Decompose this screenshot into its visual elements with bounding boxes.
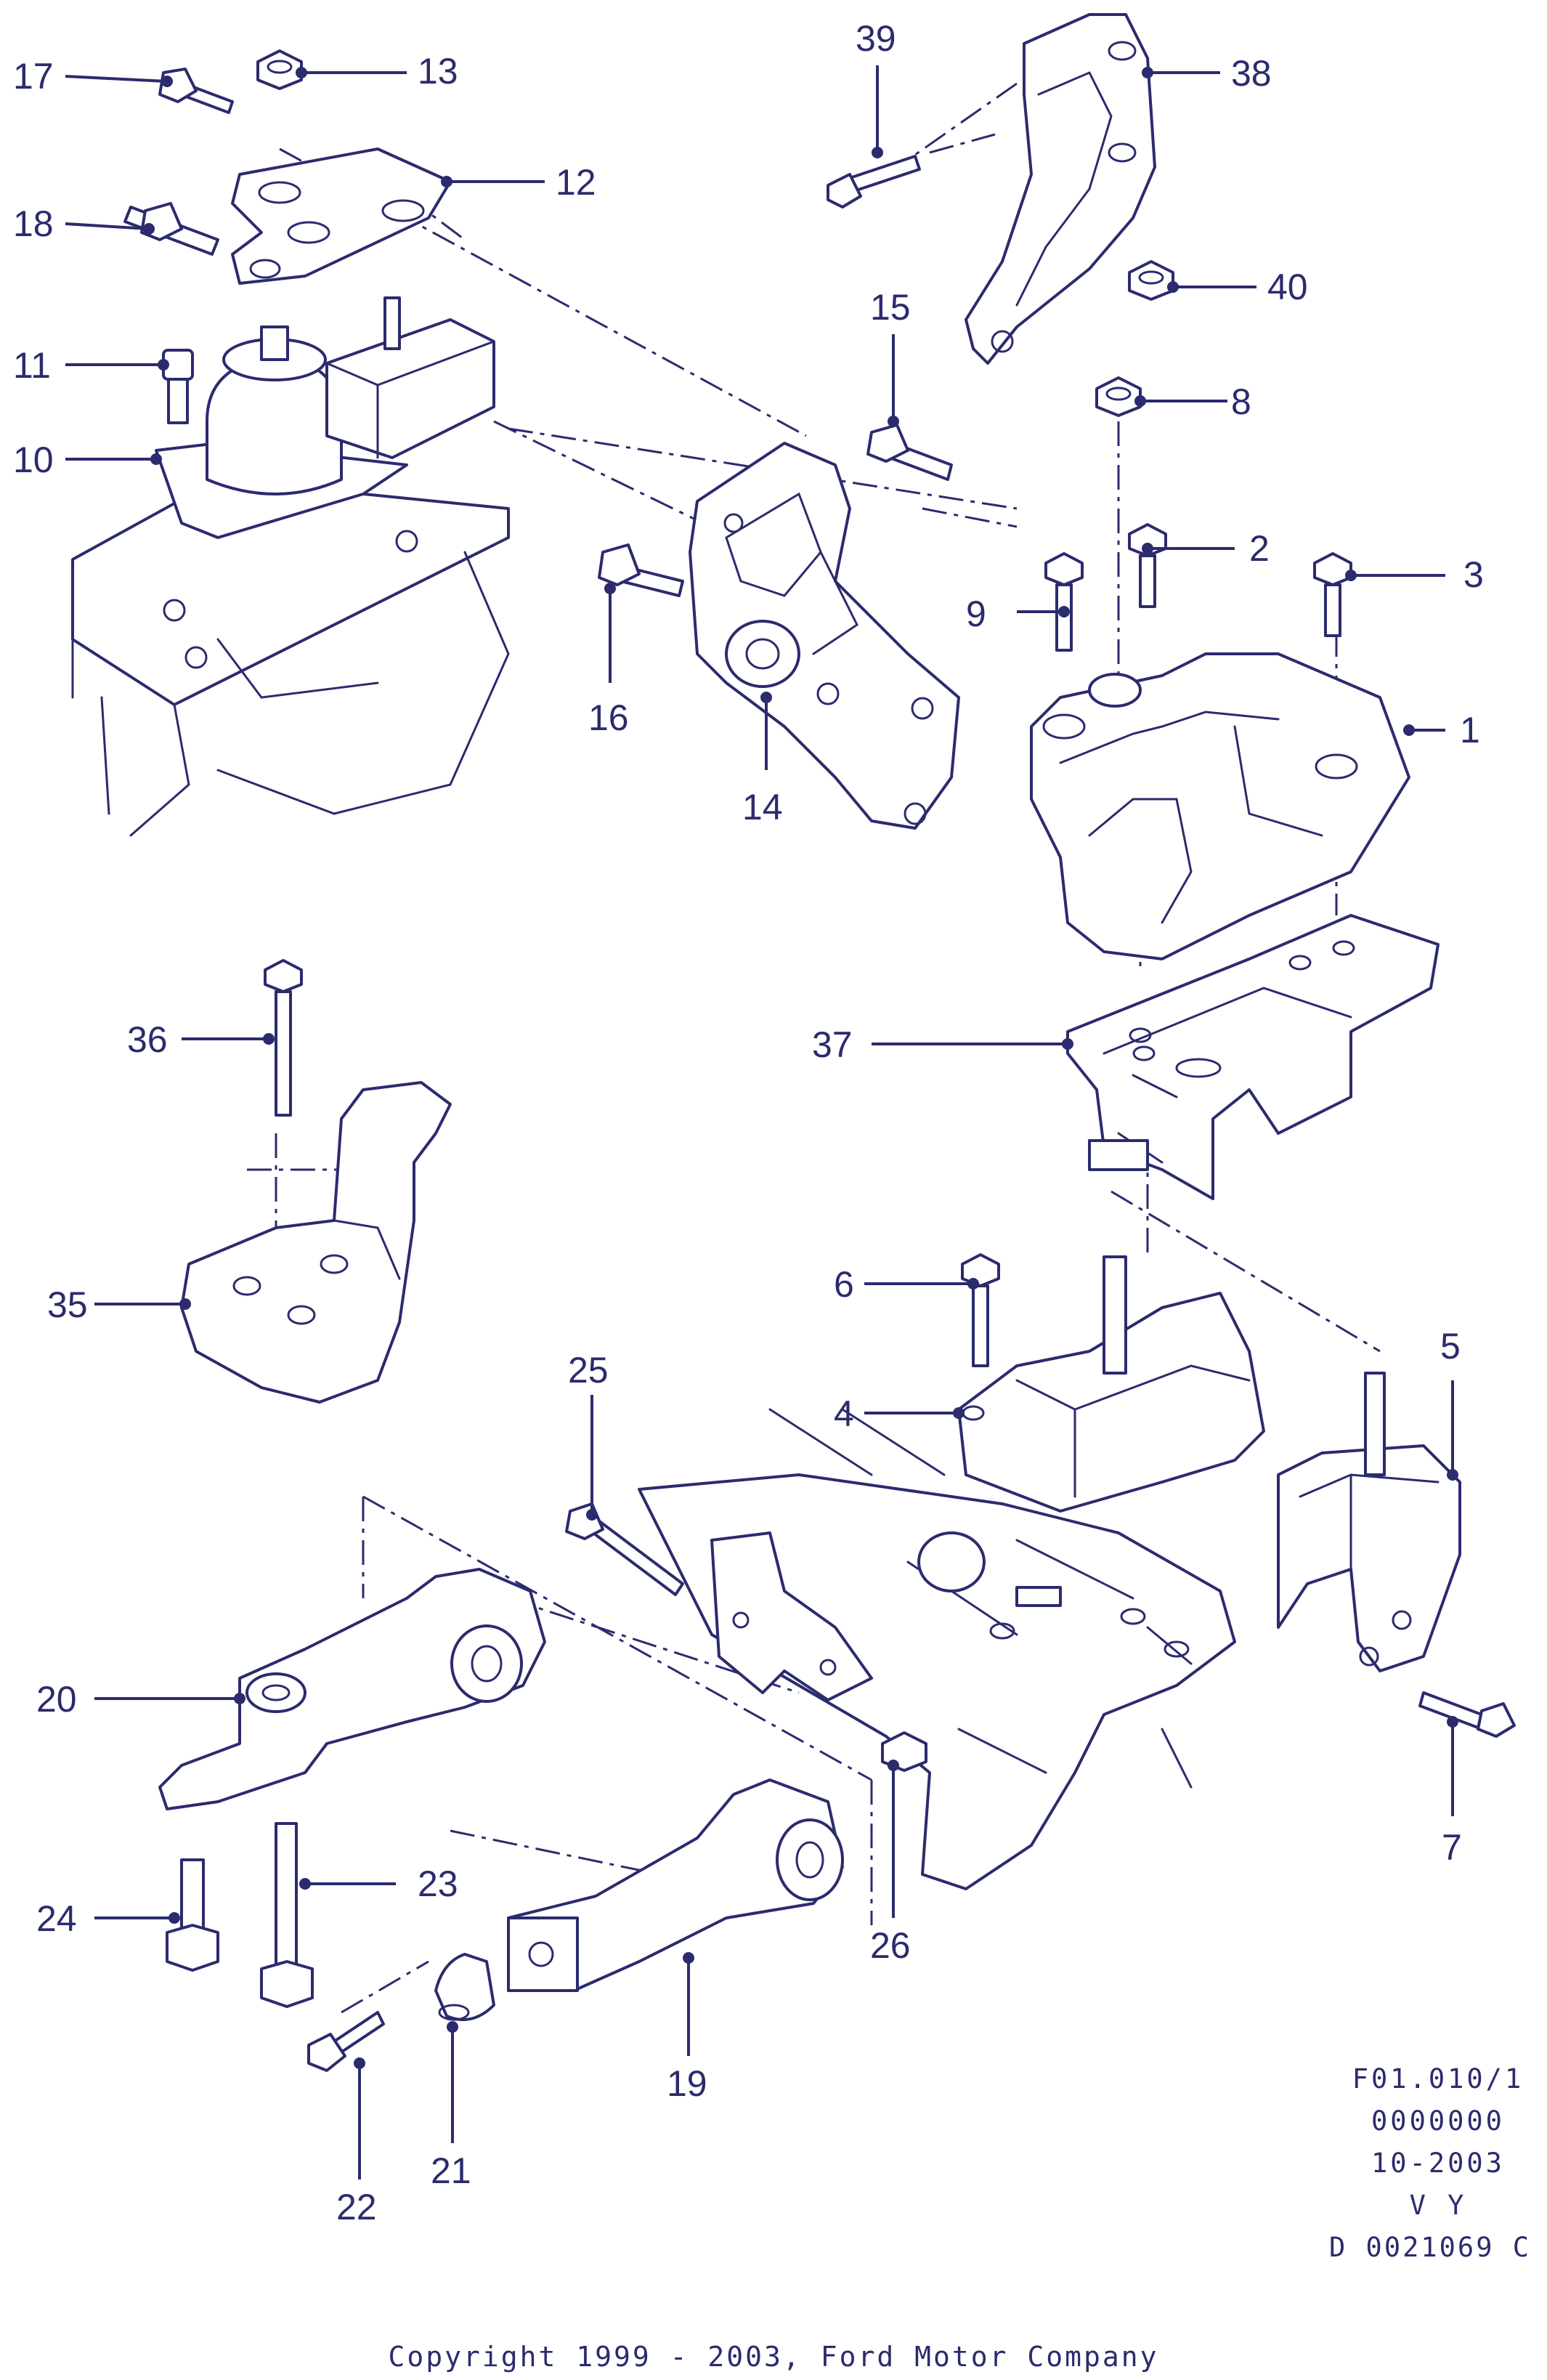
subframe bbox=[565, 1408, 1236, 1890]
callout-9: 9 bbox=[966, 594, 986, 634]
callout-7: 7 bbox=[1442, 1827, 1462, 1868]
callout-21: 21 bbox=[431, 2150, 471, 2191]
callout-19: 19 bbox=[667, 2063, 707, 2104]
callout-24: 24 bbox=[36, 1898, 77, 1939]
copyright-footer: Copyright 1999 - 2003, Ford Motor Compan… bbox=[388, 2341, 1159, 2373]
callout-17: 17 bbox=[13, 56, 54, 97]
lower-right-mounts bbox=[957, 1253, 1516, 1738]
callout-23: 23 bbox=[418, 1863, 458, 1904]
callout-35: 35 bbox=[47, 1284, 88, 1325]
callout-37: 37 bbox=[812, 1024, 853, 1065]
right-engine-mount-assembly bbox=[1030, 376, 1410, 960]
callout-38: 38 bbox=[1231, 53, 1272, 94]
reference-line-4: V Y bbox=[1409, 2190, 1467, 2221]
upper-right-bracket-assembly bbox=[827, 13, 1174, 365]
callout-39: 39 bbox=[856, 18, 896, 59]
center-bracket-assembly bbox=[598, 424, 960, 830]
callout-22: 22 bbox=[336, 2187, 377, 2227]
reference-line-3: 10-2003 bbox=[1371, 2148, 1505, 2179]
callout-8: 8 bbox=[1231, 381, 1251, 422]
callout-4: 4 bbox=[834, 1393, 854, 1434]
callout-10: 10 bbox=[13, 440, 54, 480]
callout-3: 3 bbox=[1463, 554, 1484, 595]
left-engine-mount-assembly bbox=[71, 49, 510, 837]
reference-line-1: F01.010/1 bbox=[1352, 2063, 1524, 2094]
callout-2: 2 bbox=[1249, 528, 1270, 569]
callout-36: 36 bbox=[127, 1019, 168, 1060]
callout-15: 15 bbox=[870, 287, 911, 328]
bracket-37 bbox=[1066, 914, 1440, 1200]
torque-rod-assembly bbox=[158, 1568, 844, 2072]
callout-11: 11 bbox=[13, 345, 51, 386]
callout-18: 18 bbox=[13, 203, 54, 244]
callout-1: 1 bbox=[1460, 710, 1480, 750]
callout-5: 5 bbox=[1440, 1326, 1461, 1367]
callout-6: 6 bbox=[834, 1264, 854, 1305]
callout-25: 25 bbox=[568, 1350, 609, 1391]
callout-13: 13 bbox=[418, 51, 458, 92]
callout-26: 26 bbox=[870, 1925, 911, 1966]
reference-line-2: 0000000 bbox=[1371, 2105, 1505, 2137]
bracket-35-assembly bbox=[180, 959, 452, 1404]
callout-40: 40 bbox=[1267, 267, 1308, 307]
callout-leaders bbox=[65, 65, 1458, 2179]
callout-20: 20 bbox=[36, 1679, 77, 1720]
callout-12: 12 bbox=[556, 162, 596, 203]
callout-numbers: 17 13 12 18 11 10 39 38 40 15 8 2 3 9 16… bbox=[13, 18, 1484, 2227]
assembly-axis-lines bbox=[247, 82, 1381, 2014]
callout-16: 16 bbox=[588, 697, 629, 738]
callout-14: 14 bbox=[742, 787, 783, 827]
reference-line-5: D 0021069 C bbox=[1329, 2232, 1532, 2263]
